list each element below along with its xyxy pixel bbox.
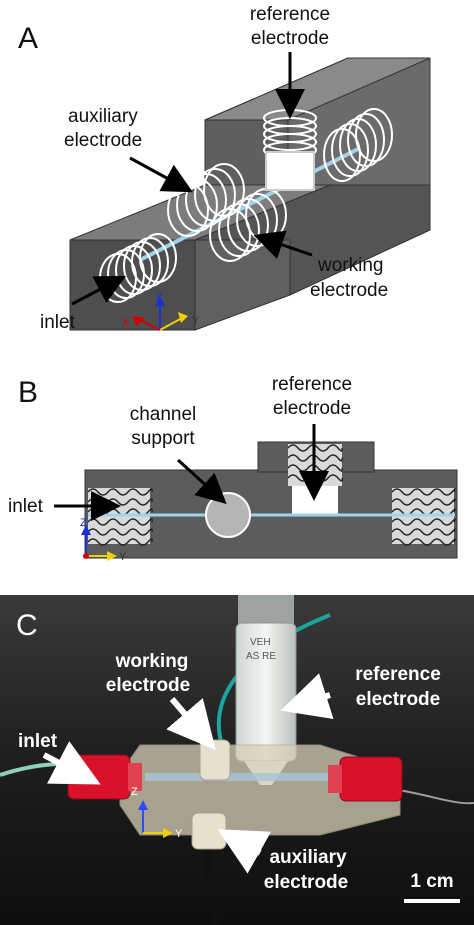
svg-text:electrode: electrode: [64, 130, 142, 151]
working-cable: [217, 613, 331, 746]
label-channel-support: channel support: [130, 404, 197, 449]
svg-text:electrode: electrode: [251, 28, 329, 49]
outlet-tubing: [397, 789, 474, 805]
svg-text:VEH: VEH: [250, 637, 271, 648]
svg-text:Y: Y: [192, 315, 200, 327]
axis-triad-a: Z Y X: [122, 291, 200, 331]
channel-support-circle: [205, 492, 251, 538]
label-working-a: working electrode: [310, 255, 388, 301]
outlet-coil: [323, 108, 393, 182]
label-inlet-a: inlet: [40, 312, 76, 333]
svg-text:Y: Y: [119, 551, 127, 563]
axis-triad-b: Z Y: [80, 517, 127, 563]
svg-text:Y: Y: [175, 828, 183, 840]
svg-text:X: X: [122, 317, 130, 329]
panel-b: B reference electrode channel support in…: [0, 360, 474, 585]
label-working-c: working electrode: [106, 651, 190, 696]
auxiliary-electrode-fitting: [191, 812, 227, 850]
arrow-working-c: [166, 697, 216, 751]
panel-b-label: B: [18, 376, 38, 409]
flow-channel: [139, 146, 361, 262]
svg-text:AS RE: AS RE: [246, 651, 276, 662]
svg-text:auxiliary: auxiliary: [68, 106, 138, 127]
arrow-inlet-c: [42, 741, 101, 785]
scale-bar: 1 cm: [404, 871, 460, 903]
svg-text:electrode: electrode: [264, 872, 348, 893]
label-inlet-c: inlet: [18, 731, 58, 752]
arrow-working-a: [253, 230, 313, 259]
svg-text:support: support: [131, 428, 195, 449]
reference-coil: [263, 109, 317, 191]
svg-text:electrode: electrode: [356, 689, 440, 710]
block-3d: [69, 57, 431, 331]
svg-text:Z: Z: [131, 786, 138, 798]
svg-text:working: working: [115, 651, 189, 672]
arrow-auxiliary-c: [217, 829, 272, 874]
arrow-channel-support: [176, 458, 227, 505]
arrow-reference-c: [280, 673, 334, 720]
axis-triad-c: Z Y: [131, 786, 183, 840]
svg-text:Z: Z: [156, 291, 163, 303]
panel-a-diagram: A reference: [18, 4, 431, 333]
svg-text:Z: Z: [80, 517, 87, 529]
label-auxiliary-c: auxiliary electrode: [264, 847, 348, 893]
auxiliary-cable: [203, 844, 219, 925]
outlet-fitting: [328, 756, 403, 802]
panel-c: C VEH AS RE Z Y working: [0, 595, 474, 925]
label-reference-c: reference electrode: [355, 664, 441, 710]
label-inlet-b: inlet: [8, 496, 44, 517]
svg-text:channel: channel: [130, 404, 197, 425]
svg-text:auxiliary: auxiliary: [269, 847, 347, 868]
svg-text:working: working: [317, 255, 383, 276]
panel-c-label: C: [16, 609, 38, 642]
panel-a-label: A: [18, 22, 38, 55]
panel-a: A reference: [0, 0, 474, 350]
svg-text:1 cm: 1 cm: [410, 871, 453, 892]
arrow-inlet-a: [71, 275, 126, 306]
panel-c-photo: C VEH AS RE Z Y working: [0, 595, 474, 925]
svg-text:reference: reference: [250, 4, 330, 25]
label-reference-b: reference electrode: [272, 374, 352, 419]
svg-text:electrode: electrode: [273, 398, 351, 419]
svg-text:electrode: electrode: [310, 280, 388, 301]
svg-text:reference: reference: [272, 374, 352, 395]
svg-text:reference: reference: [355, 664, 441, 685]
svg-text:electrode: electrode: [106, 675, 190, 696]
working-electrode-fitting: [199, 739, 231, 781]
label-auxiliary-a: auxiliary electrode: [64, 106, 142, 151]
arrow-auxiliary-a: [129, 156, 193, 193]
label-reference-a: reference electrode: [250, 4, 330, 49]
panel-b-diagram: B reference electrode channel support in…: [8, 374, 458, 563]
